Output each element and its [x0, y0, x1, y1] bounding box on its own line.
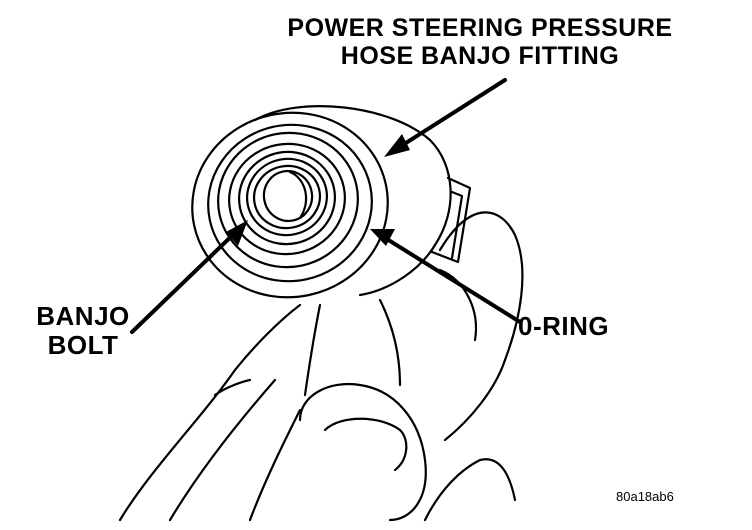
hand-knuckle	[305, 305, 320, 395]
fitting-arrow-head	[384, 134, 410, 157]
oring-outer	[206, 120, 371, 280]
bolt-arrow-head	[226, 220, 248, 246]
hand-finger-lower	[250, 410, 300, 520]
banjo-bolt-label-line1: BANJO	[36, 301, 130, 331]
fitting-outer-face	[175, 95, 405, 316]
hand-palm-right	[425, 459, 515, 520]
banjo-bolt-label: BANJO BOLT	[28, 301, 138, 361]
oring-label: 0-RING	[518, 311, 610, 341]
oring-arrow-head	[370, 229, 395, 246]
bolt-ring-1	[230, 143, 343, 253]
hand-finger-right-inner	[440, 270, 476, 340]
figure-code: 80a18ab6	[616, 489, 674, 504]
hand-finger-crease	[215, 380, 250, 395]
hand-finger-left	[120, 305, 300, 520]
fitting-outer-ring-2	[194, 110, 387, 297]
fitting-body-outline	[255, 106, 451, 295]
oring-inner	[219, 133, 355, 265]
hand-finger-right-edge	[440, 212, 522, 440]
hand-thumb	[300, 384, 426, 520]
bolt-ring-2	[240, 152, 334, 243]
bolt-hole-crescent	[290, 172, 306, 218]
banjo-bolt-label-line2: BOLT	[47, 330, 119, 361]
fitting-label-line2: HOSE BANJO FITTING	[340, 42, 620, 70]
fitting-label: POWER STEERING PRESSURE HOSE BANJO FITTI…	[270, 14, 690, 70]
fitting-label-line1: POWER STEERING PRESSURE	[287, 14, 673, 42]
bolt-hole	[259, 167, 316, 226]
bolt-arrow-line	[132, 228, 240, 332]
bolt-ring-3	[248, 160, 325, 234]
fitting-arrow-line	[398, 80, 505, 148]
hand-thumbnail	[325, 419, 406, 470]
fitting-hex-edge	[452, 192, 462, 258]
hand-finger-inner	[170, 380, 275, 520]
hand-finger-right	[380, 300, 400, 385]
oring-arrow-line	[382, 236, 520, 322]
fitting-hose-end	[432, 178, 470, 262]
